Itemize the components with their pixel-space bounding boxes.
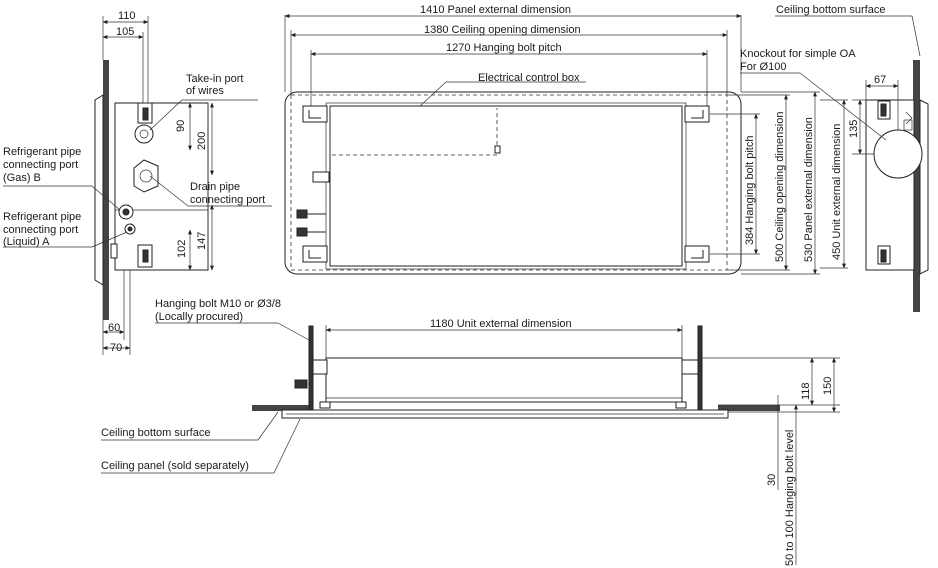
front-view: 1180 Unit external dimension Hanging bol… <box>101 298 840 566</box>
dim-30-label: 30 <box>766 474 778 486</box>
ceiling-section-right <box>913 60 920 312</box>
drain-port-icon <box>133 159 159 193</box>
v-panel-external-label: 530 Panel external dimension <box>803 117 815 262</box>
dim-60-label: 60 <box>108 322 120 334</box>
liquid-port-label-2: connecting port <box>3 224 78 236</box>
hanger-bracket-br <box>684 245 710 263</box>
knockout-label-2: For Ø100 <box>740 61 786 73</box>
dim-105-label: 105 <box>116 26 134 38</box>
drain-pipe-label-2: connecting port <box>190 194 265 206</box>
take-in-port-label-1: Take-in port <box>186 73 243 85</box>
knockout-label-1: Knockout for simple OA <box>740 48 856 60</box>
dim-70-label: 70 <box>110 342 122 354</box>
right-ceiling-bottom-label: Ceiling bottom surface <box>776 4 885 16</box>
panel-outline <box>284 91 742 275</box>
hanging-bolt-label-2: (Locally procured) <box>155 311 243 323</box>
side-panel-trim <box>94 94 104 286</box>
ceiling-left-section <box>252 405 310 411</box>
dim-67-label: 67 <box>874 74 886 86</box>
hanging-bolt-pitch-label: 1270 Hanging bolt pitch <box>446 42 562 54</box>
electrical-box-outline <box>329 108 498 156</box>
gas-port-label-3: (Gas) B <box>3 172 41 184</box>
liquid-port-label-1: Refrigerant pipe <box>3 211 81 223</box>
dim-90-label: 90 <box>175 120 187 132</box>
ceiling-opening-outline <box>290 94 728 271</box>
right-view: Ceiling bottom surface Knockout for simp… <box>740 4 929 312</box>
unit-external-label: 1180 Unit external dimension <box>430 318 572 330</box>
dim-135-label: 135 <box>848 120 860 138</box>
ceiling-panel-label: Ceiling panel (sold separately) <box>101 460 249 472</box>
gas-port-label-2: connecting port <box>3 159 78 171</box>
take-in-port-label-2: of wires <box>186 85 224 97</box>
v-ceiling-opening-label: 500 Ceiling opening dimension <box>774 112 786 262</box>
v-unit-external-label: 450 Unit external dimension <box>831 124 843 260</box>
hanger-bracket-tr <box>684 105 710 123</box>
drain-pipe-label-1: Drain pipe <box>190 181 240 193</box>
dim-200-label: 200 <box>196 132 208 150</box>
bolt-level-label: 50 to 100 Hanging bolt level <box>784 430 796 566</box>
v-hanging-bolt-pitch-label: 384 Hanging bolt pitch <box>744 136 756 245</box>
gas-port-label-1: Refrigerant pipe <box>3 146 81 158</box>
dim-102-label: 102 <box>176 240 188 258</box>
knockout-circle-icon <box>873 129 923 179</box>
dim-147-label: 147 <box>196 232 208 250</box>
dim-110-label: 110 <box>118 10 136 22</box>
top-view: 1410 Panel external dimension 1380 Ceili… <box>284 4 848 275</box>
ceiling-right-section <box>718 405 780 411</box>
liquid-port-label-3: (Liquid) A <box>3 236 50 248</box>
right-unit-body <box>865 99 915 271</box>
ceiling-opening-label: 1380 Ceiling opening dimension <box>424 24 581 36</box>
take-in-port-icon <box>134 124 154 144</box>
top-unit-body <box>329 105 683 267</box>
electrical-box-label: Electrical control box <box>478 72 580 84</box>
dim-150-label: 150 <box>822 377 834 395</box>
front-unit-body <box>325 357 683 403</box>
front-ceiling-bottom-label: Ceiling bottom surface <box>101 427 210 439</box>
side-view: 110 105 90 200 102 147 60 70 Take-in por… <box>3 10 272 355</box>
ceiling-section-left <box>103 60 109 320</box>
hanger-bracket-bl <box>302 245 328 263</box>
hanging-bolt-label-1: Hanging bolt M10 or Ø3/8 <box>155 298 281 310</box>
panel-external-label: 1410 Panel external dimension <box>420 4 571 16</box>
side-unit-body <box>114 102 209 271</box>
hanger-bracket-tl <box>302 105 328 123</box>
dim-118-label: 118 <box>800 382 812 400</box>
